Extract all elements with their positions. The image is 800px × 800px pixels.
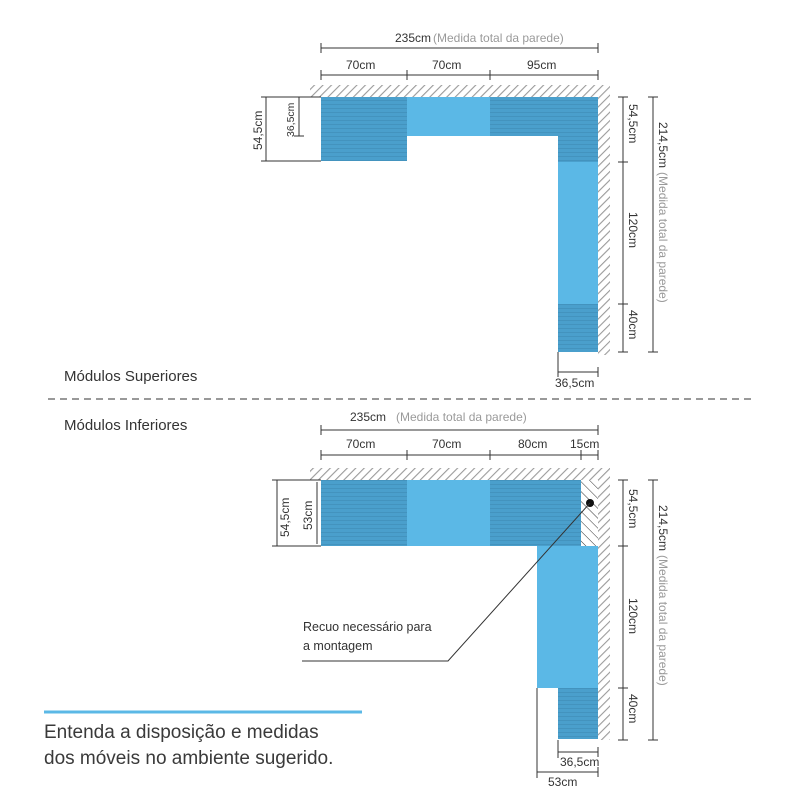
lower-module-2	[407, 480, 490, 546]
upper-bottom-depth: 36,5cm	[555, 376, 594, 390]
upper-left-inner: 36,5cm	[285, 102, 297, 137]
lower-right-seg-2: 120cm	[626, 598, 640, 634]
callout-text-1: Recuo necessário para	[303, 620, 432, 634]
lower-left-inner: 53cm	[301, 501, 315, 530]
upper-diagram: 235cm (Medida total da parede) 70cm 70cm…	[64, 31, 670, 390]
upper-right-seg-2: 120cm	[626, 212, 640, 248]
upper-seg-3: 95cm	[527, 58, 556, 72]
upper-left-outer: 54,5cm	[251, 111, 265, 150]
upper-module-4	[558, 162, 598, 304]
lower-bottom-depth-outer: 53cm	[548, 775, 577, 789]
lower-seg-3: 80cm	[518, 437, 547, 451]
upper-right-seg-3: 40cm	[626, 310, 640, 339]
lower-bottom-depth-inner: 36,5cm	[560, 755, 599, 769]
lower-module-3	[490, 480, 581, 546]
lower-left-outer: 54,5cm	[278, 498, 292, 537]
lower-total-note: (Medida total da parede)	[396, 410, 527, 424]
lower-wall-top	[310, 468, 610, 480]
lower-module-4	[537, 546, 598, 688]
lower-right-total: 214,5cm(Medida total da parede)	[656, 505, 670, 686]
lower-total-width: 235cm	[350, 410, 386, 424]
upper-seg-1: 70cm	[346, 58, 375, 72]
lower-diagram: Módulos Inferiores Recuo necessário para…	[64, 410, 670, 789]
upper-total-note: (Medida total da parede)	[433, 31, 564, 45]
lower-seg-4: 15cm	[570, 437, 599, 451]
lower-module-1	[321, 480, 407, 546]
upper-total-width: 235cm	[395, 31, 431, 45]
lower-section-label: Módulos Inferiores	[64, 417, 187, 434]
lower-seg-2: 70cm	[432, 437, 461, 451]
upper-module-1	[321, 97, 407, 161]
lower-right-seg-1: 54,5cm	[626, 489, 640, 528]
upper-section-label: Módulos Superiores	[64, 368, 197, 385]
upper-wall-right	[598, 85, 610, 355]
upper-module-5	[558, 304, 598, 352]
upper-seg-2: 70cm	[432, 58, 461, 72]
lower-wall-right	[598, 468, 610, 740]
upper-right-seg-1: 54,5cm	[626, 104, 640, 143]
lower-seg-1: 70cm	[346, 437, 375, 451]
upper-wall-top	[310, 85, 610, 97]
lower-right-seg-3: 40cm	[626, 694, 640, 723]
upper-right-total: 214,5cm(Medida total da parede)	[656, 122, 670, 303]
upper-module-2	[407, 97, 490, 136]
lower-module-5	[558, 688, 598, 739]
callout-text-2: a montagem	[303, 639, 372, 653]
upper-module-corner	[558, 97, 598, 162]
callout-line	[302, 502, 591, 662]
footer-line-1: Entenda a disposição e medidas	[44, 722, 319, 743]
footer-line-2: dos móveis no ambiente sugerido.	[44, 748, 333, 769]
lower-gap-hatch	[581, 480, 598, 546]
